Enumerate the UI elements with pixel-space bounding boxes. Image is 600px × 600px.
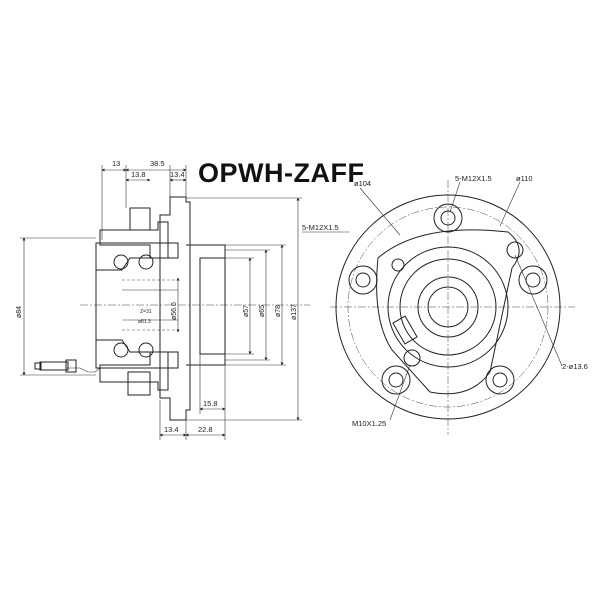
mount-hole-small: [391, 258, 405, 272]
bearing-ball: [113, 342, 129, 358]
part-number-title: OPWH-ZAFF: [198, 158, 365, 188]
dim-13: 13: [112, 159, 120, 168]
label-2-d13-6: 2-ø13.6: [562, 362, 588, 371]
dim-d56-6: ø56.6: [171, 302, 178, 320]
hub-barrel-lower: [95, 339, 179, 369]
dim-d57: ø57: [243, 305, 250, 317]
label-d104: ø104: [354, 179, 371, 188]
dim-d137: ø137: [291, 304, 298, 320]
dim-d78: ø78: [275, 305, 282, 317]
mounting-plate: [376, 229, 520, 395]
note-d813: ø81.3: [138, 319, 151, 325]
spigot-bore: [199, 257, 226, 355]
mounting-ear-top: [129, 207, 151, 231]
bearing-ball: [138, 254, 154, 270]
callout-5-m12x1-5-section: 5-M12X1.5: [302, 223, 339, 232]
hub-ring-outer: [387, 246, 509, 368]
note-z31: Z=31: [140, 309, 152, 315]
abs-wire: [66, 367, 101, 373]
dim-13-4-bottom: 13.4: [164, 425, 179, 434]
dim-13-4-top: 13.4: [170, 170, 185, 179]
abs-sensor-tab: [392, 315, 418, 345]
hub-barrel-upper: [95, 242, 179, 271]
bearing-ball: [113, 254, 129, 270]
hub-ring-mid: [399, 258, 497, 356]
abs-connector: [39, 361, 69, 371]
section-view: Z=31 ø81.3 13 38.5 13.8 13.4 13.4 22.8 1…: [16, 159, 350, 440]
hub-bore: [427, 286, 469, 328]
dim-d84: ø84: [16, 306, 23, 318]
label-d110: ø110: [516, 174, 533, 183]
hub-ring-inner: [417, 276, 479, 338]
label-5-m12x1-5: 5-M12X1.5: [455, 174, 492, 183]
dim-15-8: 15.8: [203, 399, 218, 408]
dim-38-5: 38.5: [150, 159, 165, 168]
mount-hole: [403, 349, 421, 367]
outer-pcd-circle: [347, 206, 549, 408]
dim-22-8: 22.8: [198, 425, 213, 434]
wheel-spigot: [186, 244, 226, 366]
dim-d65: ø65: [259, 305, 266, 317]
front-view: ø104 5-M12X1.5 ø110 2-ø13.6 M10X1.25: [330, 174, 588, 435]
mount-hole: [506, 241, 524, 259]
bearing-ball: [138, 342, 154, 358]
bearing-housing-upper: [99, 221, 169, 259]
flange-outline: [335, 194, 561, 420]
mounting-ear-bottom: [127, 371, 151, 396]
dim-13-8: 13.8: [131, 170, 146, 179]
bearing-housing-lower: [99, 351, 169, 391]
label-m10x1-25: M10X1.25: [352, 419, 386, 428]
